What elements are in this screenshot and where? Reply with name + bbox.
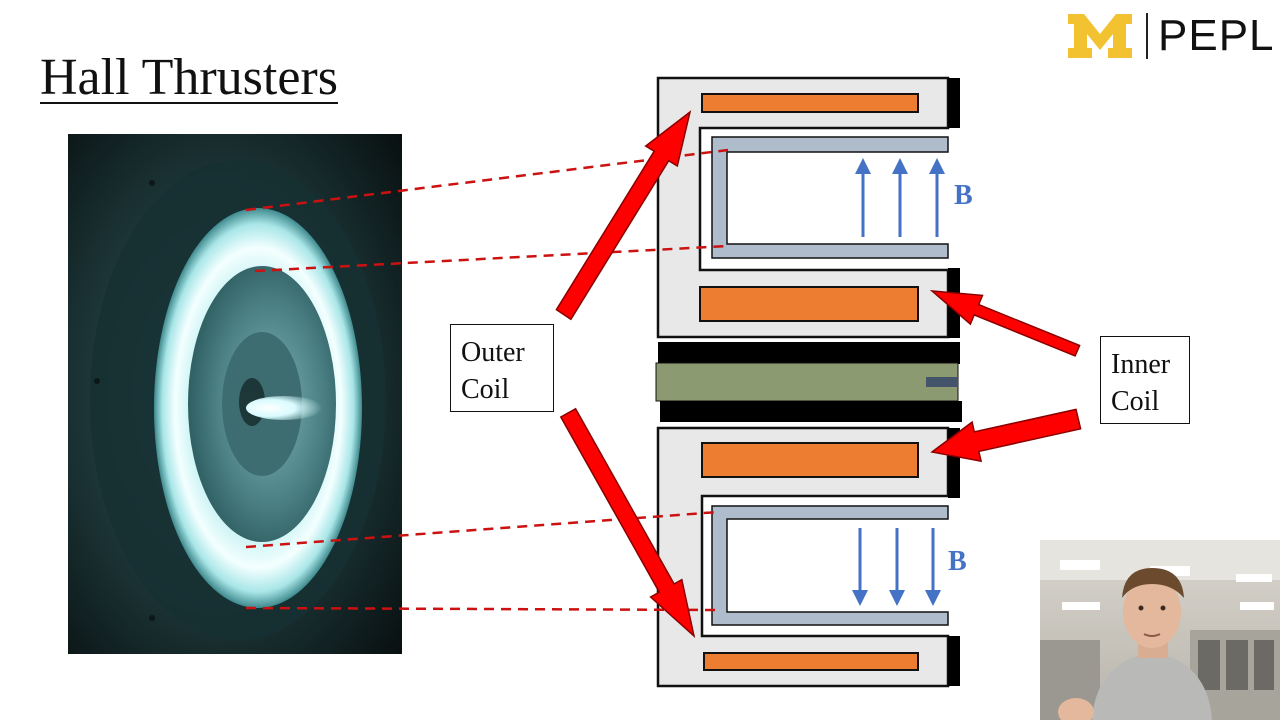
field-arrows-up [855,158,945,237]
inner-coil-label-line2: Coil [1111,383,1179,420]
field-arrows-down [852,528,941,606]
outer-coil-label-line2: Coil [461,371,543,408]
lower-body [658,428,960,686]
magnetic-field-label-bottom: B [948,548,967,576]
thruster-photo [68,134,402,654]
inner-coil-label-line1: Inner [1111,346,1179,383]
inner-coil-label: Inner Coil [1100,336,1190,424]
upper-body [658,78,960,338]
outer-coil-label-line1: Outer [461,334,543,371]
magnetic-field-label-top: B [954,182,973,210]
outer-coil-label: Outer Coil [450,324,554,412]
presenter-webcam [1040,540,1280,720]
center-pole [656,342,962,422]
